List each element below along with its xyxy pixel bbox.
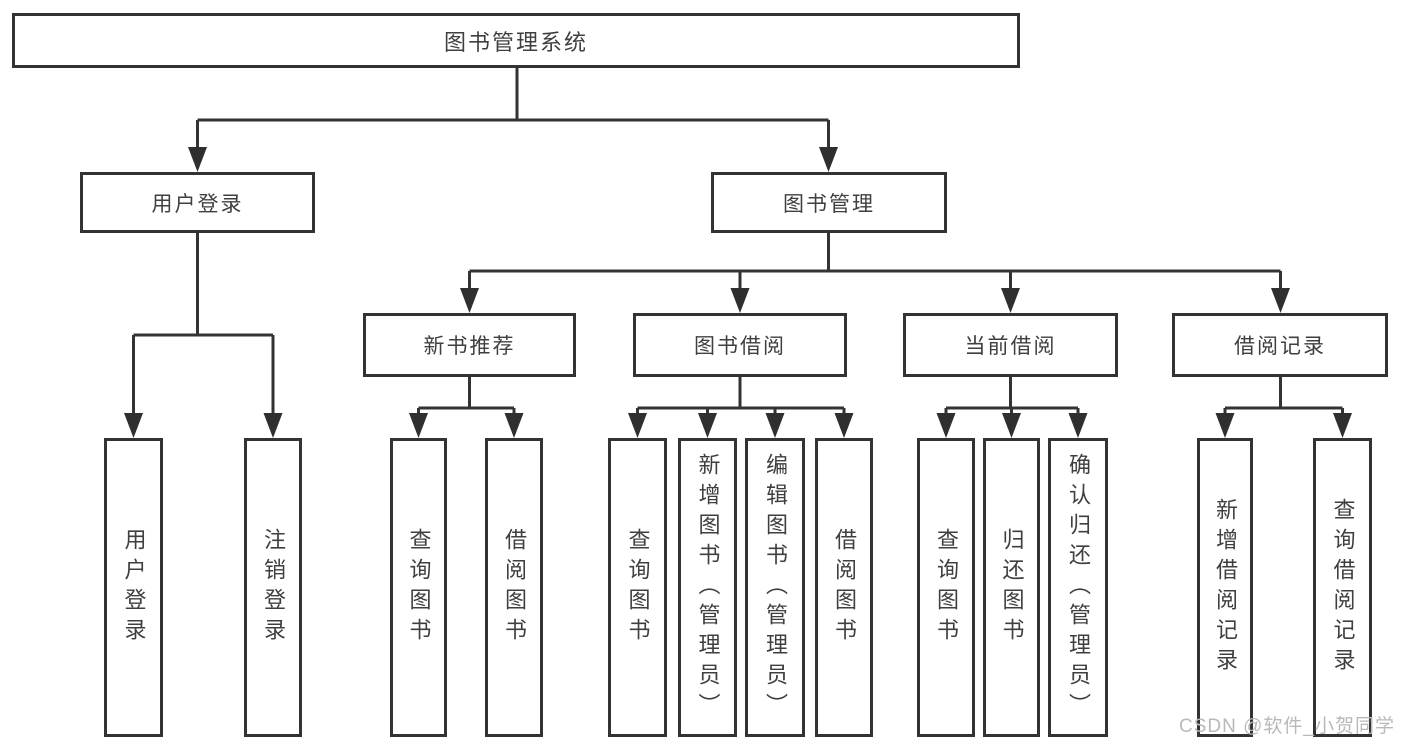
leaf-query-borrow-record: 查询借阅记录 — [1313, 438, 1372, 737]
leaf-confirm-return-admin: 确认归还（管理员） — [1048, 438, 1108, 737]
node-label: 查询图书 — [625, 527, 651, 648]
node-label: 确认归还（管理员） — [1066, 452, 1091, 723]
arrow-down-icon — [819, 147, 838, 172]
leaf-edit-book-admin: 编辑图书（管理员） — [745, 438, 805, 737]
node-label: 图书管理 — [783, 192, 875, 216]
connector-bookmgmt-to-level3 — [468, 233, 1282, 295]
node-book-borrow: 图书借阅 — [633, 313, 847, 377]
leaf-add-borrow-record: 新增借阅记录 — [1197, 438, 1253, 737]
arrow-down-icon — [1215, 413, 1235, 438]
node-label: 借阅图书 — [832, 527, 857, 648]
arrow-down-icon — [188, 147, 207, 172]
connector-borrow-to-leaves — [636, 377, 846, 420]
node-label: 图书管理系统 — [443, 29, 588, 55]
node-label: 图书借阅 — [694, 335, 786, 358]
node-label: 新增借阅记录 — [1213, 497, 1238, 678]
node-label: 新书推荐 — [423, 335, 516, 358]
arrow-down-icon — [1001, 288, 1020, 313]
node-current-borrow: 当前借阅 — [903, 313, 1118, 377]
arrowheads — [124, 147, 1352, 438]
node-label: 借阅图书 — [502, 527, 527, 648]
leaf-query-book-recommend: 查询图书 — [390, 438, 447, 737]
node-label: 用户登录 — [151, 192, 244, 216]
node-new-book-recommend: 新书推荐 — [363, 313, 576, 377]
arrow-down-icon — [1002, 413, 1021, 438]
arrow-down-icon — [1068, 413, 1088, 438]
node-label: 查询借阅记录 — [1330, 497, 1356, 678]
node-label: 查询图书 — [934, 527, 959, 648]
leaf-borrow-book-recommend: 借阅图书 — [485, 438, 543, 737]
arrow-down-icon — [936, 413, 956, 438]
arrow-down-icon — [765, 413, 785, 438]
arrow-down-icon — [628, 413, 647, 438]
node-label: 查询图书 — [406, 527, 432, 648]
connector-root-to-level2 — [196, 68, 830, 152]
node-label: 当前借阅 — [964, 335, 1057, 358]
node-label: 编辑图书（管理员） — [763, 452, 788, 723]
arrow-down-icon — [834, 413, 854, 438]
leaf-query-book-borrow: 查询图书 — [608, 438, 667, 737]
node-label: 归还图书 — [999, 527, 1025, 648]
node-borrow-records: 借阅记录 — [1172, 313, 1388, 377]
arrow-down-icon — [263, 413, 283, 438]
leaf-add-book-admin: 新增图书（管理员） — [678, 438, 737, 737]
leaf-return-book: 归还图书 — [983, 438, 1040, 737]
node-root-system: 图书管理系统 — [12, 13, 1020, 68]
arrow-down-icon — [730, 288, 750, 313]
leaf-logout: 注销登录 — [244, 438, 302, 737]
connector-records-to-leaves — [1223, 377, 1344, 420]
connector-newbook-to-leaves — [417, 377, 516, 420]
node-label: 用户登录 — [121, 527, 147, 648]
arrow-down-icon — [1333, 413, 1352, 438]
arrow-down-icon — [460, 288, 479, 313]
leaf-query-book-current: 查询图书 — [917, 438, 975, 737]
arrow-down-icon — [1271, 288, 1290, 313]
node-label: 注销登录 — [261, 527, 286, 648]
node-user-login: 用户登录 — [80, 172, 315, 233]
node-label: 借阅记录 — [1234, 335, 1326, 358]
arrow-down-icon — [409, 413, 428, 438]
leaf-borrow-book: 借阅图书 — [815, 438, 873, 737]
connector-userlogin-to-leaves — [132, 233, 275, 420]
leaf-user-login: 用户登录 — [104, 438, 163, 737]
arrow-down-icon — [504, 413, 524, 438]
arrow-down-icon — [698, 413, 717, 438]
node-label: 新增图书（管理员） — [695, 452, 721, 723]
node-book-management: 图书管理 — [711, 172, 947, 233]
arrow-down-icon — [124, 413, 143, 438]
csdn-watermark: CSDN @软件_小贺同学 — [1179, 716, 1395, 737]
